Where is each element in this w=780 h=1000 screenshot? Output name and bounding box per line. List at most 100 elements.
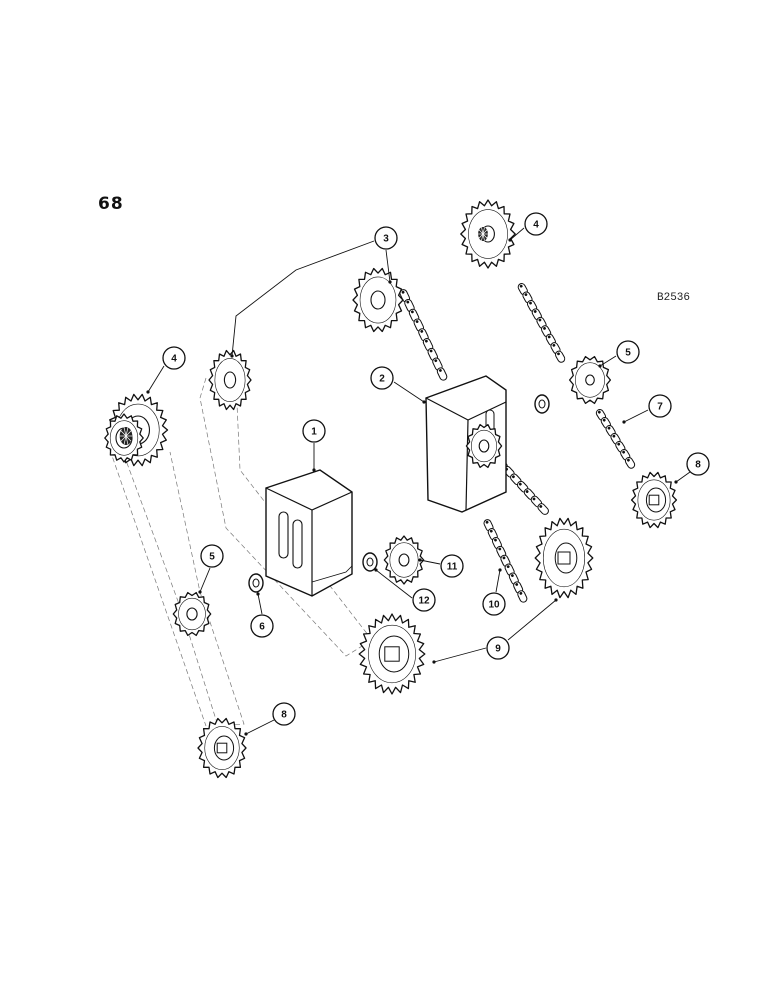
callout-number: 3 — [383, 234, 389, 245]
callout-number: 7 — [657, 402, 663, 413]
sprocket-housing-2-bore — [478, 439, 490, 453]
callout-circle — [162, 346, 186, 370]
chain-lower-housing-link — [537, 503, 549, 515]
chain-path-upper — [199, 377, 373, 657]
callout-number: 8 — [281, 710, 287, 721]
sprocket-5-right — [568, 355, 612, 405]
callout-number: 4 — [533, 220, 539, 231]
callout-circle — [302, 419, 326, 443]
callout-circle — [616, 340, 640, 364]
sprocket-9-left — [358, 613, 426, 695]
callout-circle — [200, 544, 224, 568]
leader-arrow-c2 — [422, 400, 426, 404]
callout-circle — [524, 212, 548, 236]
sprocket-4-upper-rim — [468, 209, 508, 259]
callout-c4a: 4 — [524, 212, 548, 236]
sprocket-3-left-rim — [214, 358, 246, 402]
leader-c5a — [599, 355, 617, 367]
leader-c12 — [375, 569, 413, 599]
callout-c5b: 5 — [200, 544, 224, 568]
sprocket-4-upper-splines-spline — [482, 233, 485, 241]
sprocket-9-right-bore — [557, 551, 571, 565]
callout-c5a: 5 — [616, 340, 640, 364]
callout-circle — [412, 588, 436, 612]
leader-arrow-c3 — [230, 354, 234, 358]
chain-7-pin — [597, 410, 601, 414]
housing-2-outline — [425, 375, 507, 513]
callout-c3: 3 — [374, 226, 398, 250]
chain-7-upper-pin — [538, 318, 542, 322]
sprocket-4-left-splines-spline — [120, 435, 127, 442]
sprocket-8-right-rim — [637, 479, 671, 521]
bolt-12-head-inner — [366, 557, 374, 567]
sprocket-4-upper-splines-spline — [481, 227, 484, 235]
leader-arrow-c12 — [374, 568, 378, 572]
sprocket-3-upper-bore — [370, 290, 386, 310]
chain-lower-housing-pin — [525, 490, 529, 493]
chain-7-upper-pin — [533, 310, 537, 313]
callout-circle — [374, 226, 398, 250]
leader-arrow-c5a — [598, 364, 602, 368]
chain-10-pin — [506, 565, 510, 569]
callout-circle — [686, 452, 710, 476]
callout-c8a: 8 — [686, 452, 710, 476]
callout-circle — [482, 592, 506, 616]
chain-lower-housing-pin — [518, 482, 522, 486]
chain-7-pin — [626, 458, 630, 462]
leader-c8a — [675, 471, 691, 483]
callout-c6: 6 — [250, 614, 274, 638]
callout-number: 6 — [259, 622, 265, 633]
leader-arrow-c1 — [312, 468, 316, 472]
callout-c10: 10 — [482, 592, 506, 616]
sprocket-8-right-bore — [648, 494, 660, 506]
sprocket-3-left — [208, 349, 252, 411]
sprocket-3-upper — [352, 267, 404, 333]
sprocket-11-rim — [389, 542, 419, 578]
sprocket-3-left-bore — [223, 371, 237, 389]
washer-6-inner — [252, 578, 260, 588]
leader-arrow-c6 — [256, 592, 260, 596]
leader-arrow-c8a — [674, 480, 678, 484]
callout-number: 5 — [209, 552, 215, 563]
leader-lines — [146, 227, 691, 736]
leader-arrow-c3 — [388, 280, 392, 284]
callout-number: 11 — [447, 562, 458, 573]
sprocket-9-right — [534, 517, 594, 599]
chain-upper-right-pin — [401, 290, 405, 294]
callout-number: 10 — [488, 600, 500, 611]
chain-10-pin — [494, 538, 497, 542]
leader-arrow-c9 — [432, 660, 436, 664]
chain-7-upper-pin — [529, 301, 532, 305]
chain-upper-right-pin — [420, 329, 424, 333]
leader-arrow-c10 — [498, 568, 502, 572]
chain-upper-right-pin — [406, 300, 410, 304]
chain-upper-right-pin — [434, 359, 438, 363]
chain-7-pin — [607, 426, 611, 430]
callout-number: 9 — [495, 644, 501, 655]
sprocket-9-left-bore — [384, 646, 400, 662]
bolt-12-head — [362, 552, 378, 572]
callout-c7: 7 — [648, 394, 672, 418]
sprocket-4-left-splines — [119, 427, 133, 445]
chain-lower-housing-pin — [511, 475, 515, 479]
chain-10-pin — [485, 520, 489, 524]
chain-upper-right-link — [436, 367, 448, 381]
chain-10-plate — [517, 590, 528, 603]
leader-arrow-c8b — [244, 732, 248, 736]
sprocket-5-left-rim — [178, 597, 206, 631]
sprocket-4-left-inner-rim — [109, 420, 139, 456]
leader-arrow-c9 — [554, 598, 558, 602]
sprocket-4-left-splines-spline — [125, 435, 129, 445]
callout-c4b: 4 — [162, 346, 186, 370]
sprocket-8-right — [630, 471, 678, 529]
chain-upper-right-pin — [438, 369, 442, 372]
housing-1-slot — [292, 519, 303, 569]
chain-7-upper-pin — [552, 343, 556, 347]
sprocket-4-left-splines-spline — [123, 427, 127, 437]
chain-upper-right-link — [413, 318, 425, 332]
chain-7-pin — [612, 434, 616, 438]
sprocket-housing-2 — [465, 423, 503, 469]
leader-c3 — [231, 240, 375, 357]
